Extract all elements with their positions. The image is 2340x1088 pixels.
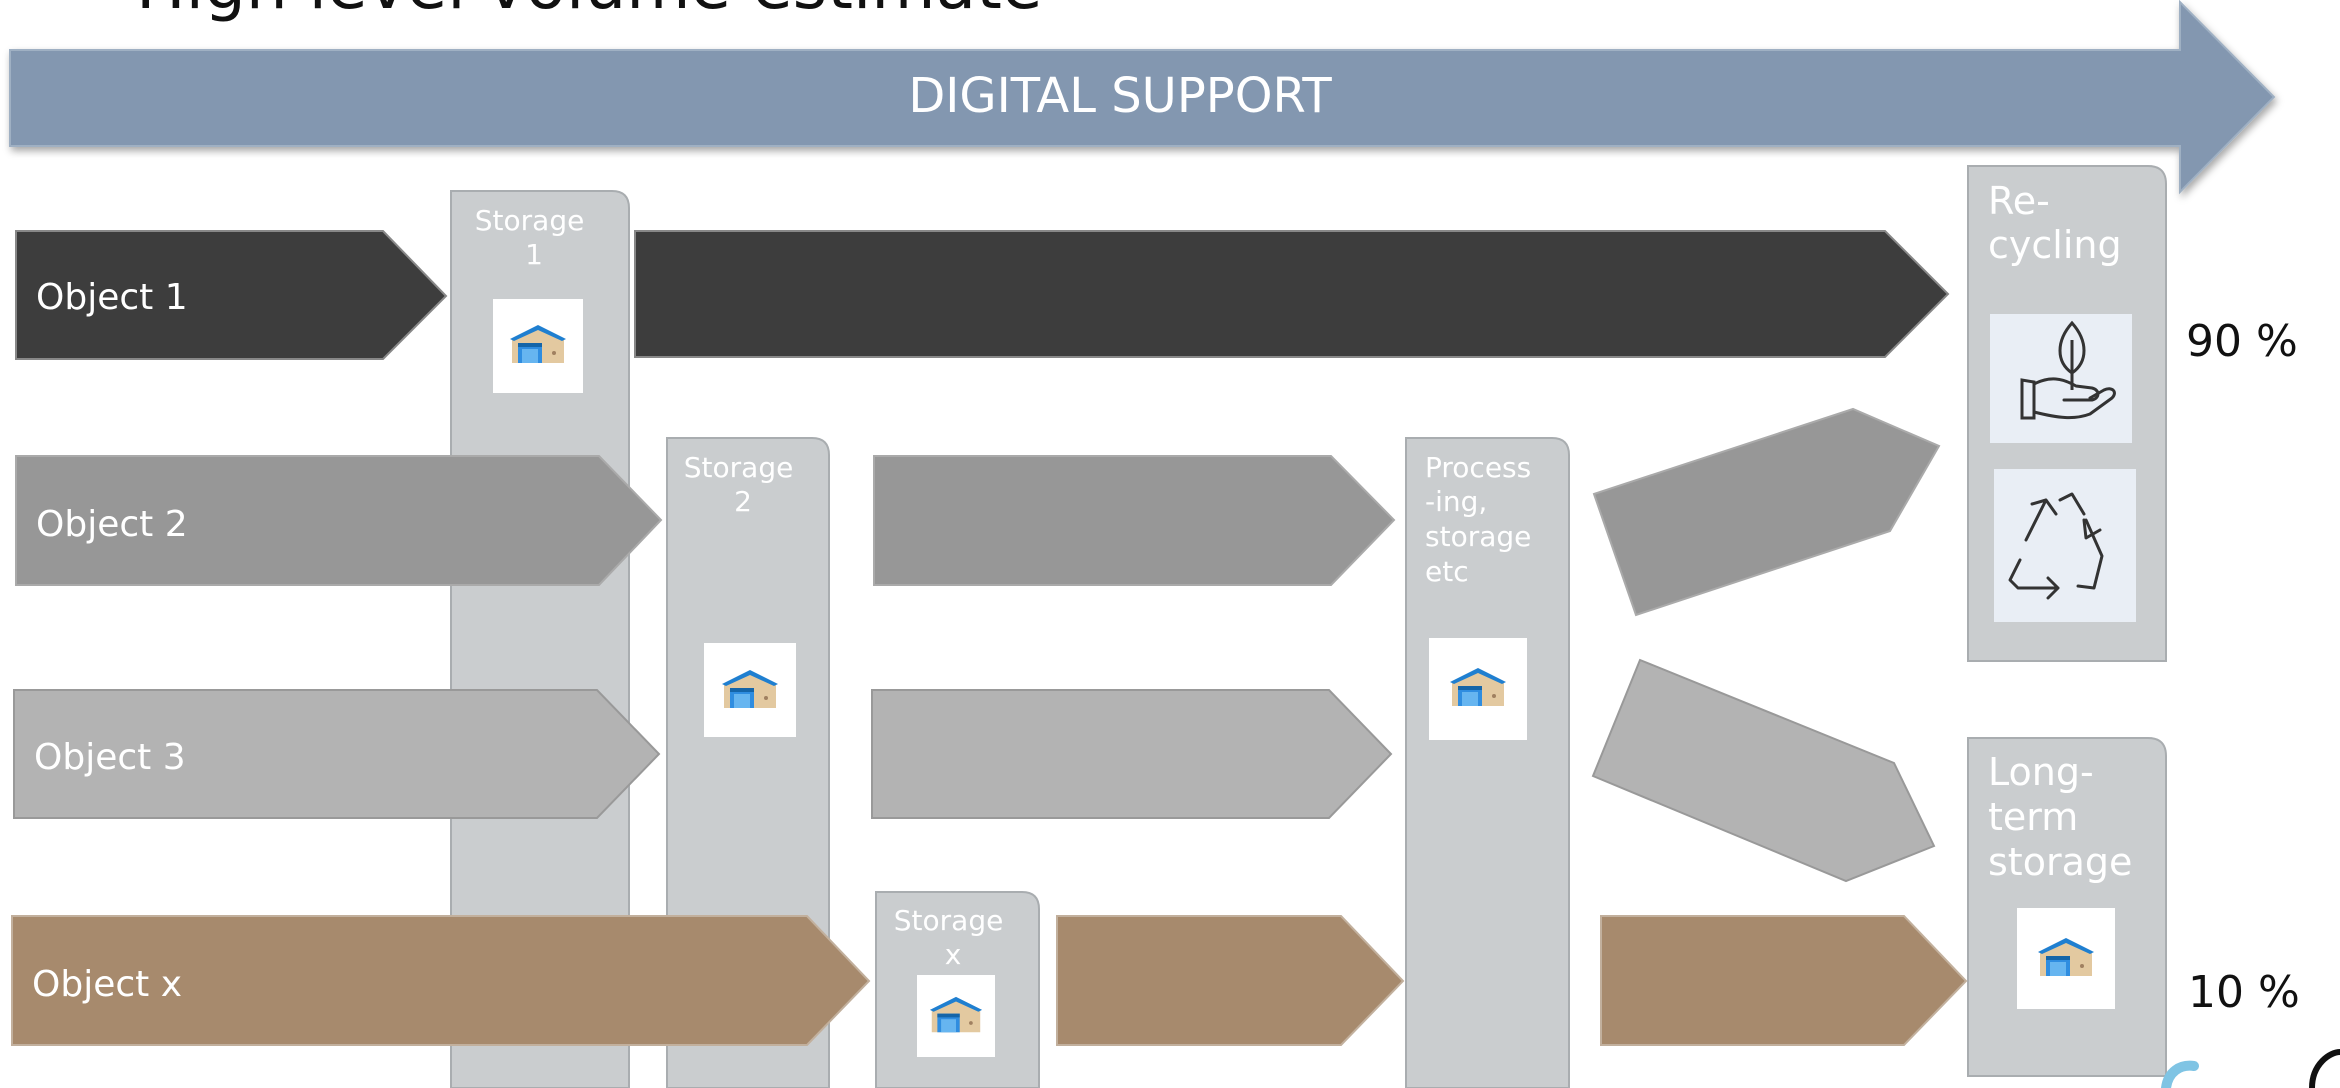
storage-x-column: Storage x [875, 891, 1040, 1088]
recycle-arrows-icon [1994, 469, 2136, 622]
recycling-column: Re- cycling [1967, 165, 2167, 662]
long-term-storage-column: Long- term storage [1967, 737, 2167, 1077]
long-term-percentage: 10 % [2188, 967, 2300, 1018]
object-x-flow-arrow-1 [1056, 915, 1405, 1046]
storage-2-label: Storage 2 [684, 451, 802, 518]
digital-support-banner [9, 0, 2276, 195]
processing-column: Process -ing, storage etc [1405, 437, 1570, 1088]
object-2-row: Object 2 [15, 407, 1941, 617]
long-term-storage-label: Long- term storage [1988, 750, 2132, 884]
storage-1-column: Storage 1 [450, 190, 630, 1088]
cropped-logo-mark [2161, 1049, 2340, 1088]
object-3-chevron [13, 689, 661, 819]
object-2-flow-arrow [873, 455, 1396, 586]
processing-label: Process -ing, storage etc [1425, 451, 1540, 588]
storage-x-label: Storage x [894, 904, 1012, 971]
object-2-chevron [15, 455, 663, 586]
object-2-recycling-arrow [1592, 407, 1941, 617]
object-x-label: Object x [32, 964, 182, 1005]
object-x-row: Object x [11, 915, 1968, 1046]
object-3-flow-arrow [871, 689, 1393, 819]
object-2-label: Object 2 [36, 504, 188, 545]
plant-in-hand-icon [1990, 314, 2132, 443]
object-3-long-term-arrow [1591, 658, 1936, 883]
object-1-flow-arrow [634, 230, 1950, 358]
object-3-label: Object 3 [34, 737, 186, 778]
object-1-label: Object 1 [36, 277, 188, 318]
recycling-label: Re- cycling [1988, 179, 2122, 267]
object-x-flow-arrow-2 [1600, 915, 1968, 1046]
storage-1-label: Storage 1 [475, 204, 593, 271]
object-3-row: Object 3 [13, 658, 1936, 883]
object-x-chevron [11, 915, 871, 1046]
banner-label: DIGITAL SUPPORT [908, 68, 1332, 124]
recycling-percentage: 90 % [2186, 316, 2298, 367]
object-1-row: Object 1 [15, 230, 1950, 360]
page-title: High level volume estimate [136, 0, 1043, 24]
object-1-chevron [15, 230, 448, 360]
